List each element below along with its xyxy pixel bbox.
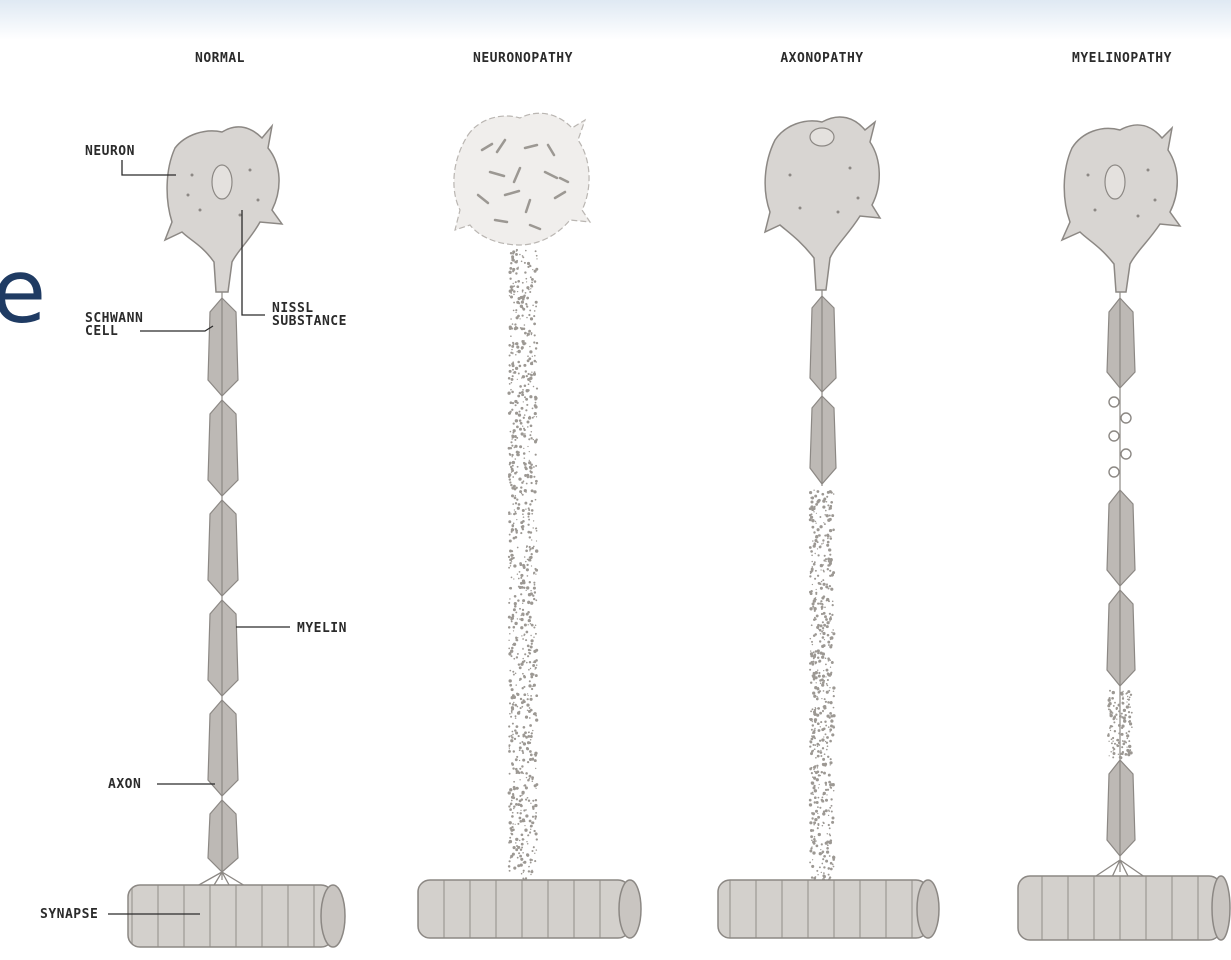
- callout-nissl-substance: NISSL SUBSTANCE: [242, 210, 347, 329]
- svg-text:NEURON: NEURON: [85, 144, 135, 159]
- myelin-segments: [208, 298, 238, 872]
- callout-schwann-cell: SCHWANN CELL: [85, 311, 213, 339]
- neuron-nucleus: [212, 165, 232, 199]
- neuron-cell-body: [165, 126, 282, 292]
- neuron-cell-body: [1062, 125, 1180, 292]
- svg-text:AXON: AXON: [108, 777, 141, 792]
- column-title-myelinopathy: MYELINOPATHY: [1072, 51, 1172, 66]
- svg-text:SYNAPSE: SYNAPSE: [40, 907, 98, 922]
- column-title-axonopathy: AXONOPATHY: [780, 51, 863, 66]
- svg-text:MYELIN: MYELIN: [297, 621, 347, 636]
- normal-neuron: [128, 126, 345, 947]
- callout-axon: AXON: [108, 777, 215, 792]
- column-title-neuronopathy: NEURONOPATHY: [473, 51, 573, 66]
- svg-text:SUBSTANCE: SUBSTANCE: [272, 314, 347, 329]
- neuronopathy-debris-trail: [507, 249, 538, 881]
- neuronopathy-muscle-fiber: [418, 880, 641, 938]
- column-title-normal: NORMAL: [195, 51, 245, 66]
- myelinopathy-neuron: [1062, 125, 1180, 896]
- myelinopathy-muscle-fiber: [1018, 876, 1230, 940]
- callout-neuron: NEURON: [85, 144, 176, 175]
- axonopathy-debris-trail: [809, 490, 836, 882]
- neuronopathy-neuron: [454, 113, 590, 245]
- muscle-fiber: [128, 885, 345, 947]
- axonopathy-muscle-fiber: [718, 880, 939, 938]
- callout-myelin: MYELIN: [236, 621, 347, 636]
- degenerating-cell-body: [454, 113, 590, 245]
- svg-text:CELL: CELL: [85, 324, 118, 339]
- axonopathy-neuron: [765, 117, 880, 486]
